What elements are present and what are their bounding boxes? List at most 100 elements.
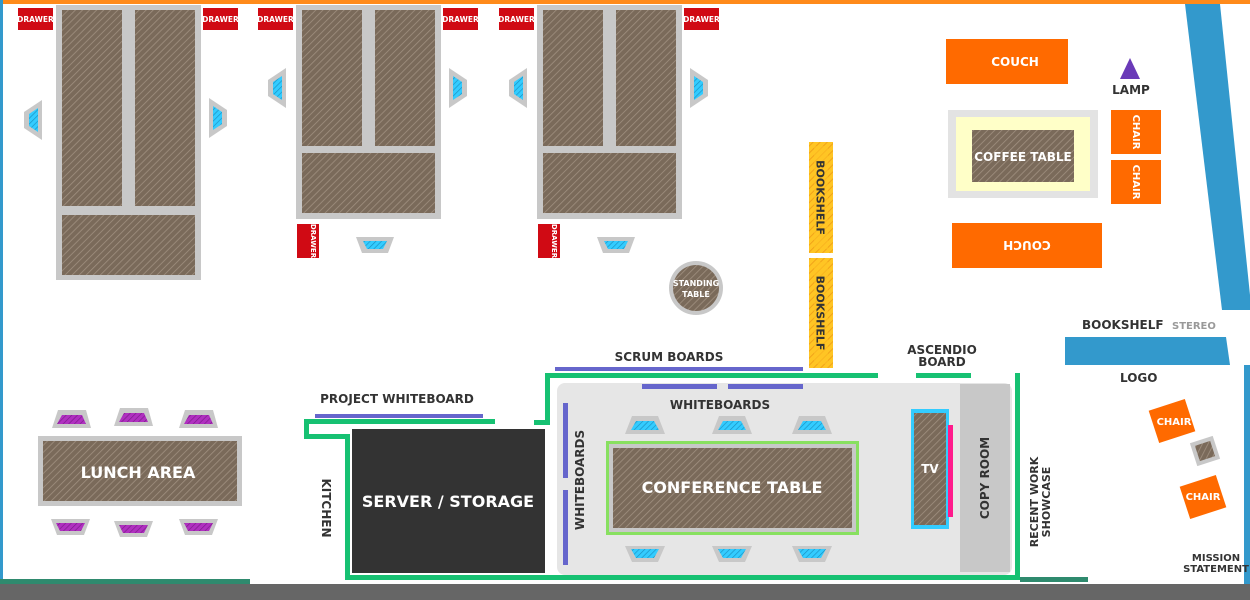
drawer[interactable] (203, 8, 238, 30)
drawer[interactable] (538, 224, 560, 258)
standing-table-label-line2: TABLE (682, 290, 710, 299)
coffee-table[interactable] (972, 130, 1074, 182)
ascendio-board-label-line1: ASCENDIO (907, 343, 977, 357)
recent-work-showcase-line2: SHOWCASE (1040, 467, 1053, 538)
right-lower-wall (1244, 365, 1250, 595)
server-storage-room[interactable] (352, 429, 545, 573)
office-chair-seat (363, 241, 387, 249)
wall-segment (345, 434, 350, 580)
mission-statement-line2: STATEMENT (1183, 564, 1249, 575)
drawer[interactable] (258, 8, 293, 30)
bookshelf-wall-label: BOOKSHELF (1082, 318, 1164, 332)
wall-segment (534, 420, 550, 425)
drawer[interactable] (499, 8, 534, 30)
desk[interactable] (135, 10, 195, 206)
couch-label: COUCH (1003, 238, 1051, 252)
desk[interactable] (375, 10, 435, 146)
copy-room[interactable] (960, 384, 1010, 572)
conference-table[interactable] (613, 448, 852, 528)
bookshelf-label: BOOKSHELF (814, 160, 827, 235)
lunch-area: LUNCH AREA (38, 408, 242, 537)
desk[interactable] (62, 10, 122, 206)
chair-label: CHAIR (1130, 165, 1141, 200)
wall-segment (916, 373, 971, 378)
lamp-icon[interactable] (1120, 58, 1140, 79)
whiteboard[interactable] (642, 384, 717, 389)
office-chair-seat (213, 106, 222, 130)
chair-label: CHAIR (1186, 492, 1221, 503)
office-chair-seat (604, 241, 628, 249)
recent-work-showcase-line1: RECENT WORK (1028, 456, 1041, 547)
desk[interactable] (302, 153, 435, 213)
stereo-label: STEREO (1172, 321, 1216, 332)
lunch-chair-seat (57, 415, 86, 424)
side-table-top (1194, 440, 1216, 462)
lunch-chair-seat (184, 523, 213, 531)
office-chair-seat (694, 76, 703, 100)
drawer[interactable] (684, 8, 719, 30)
drawer[interactable] (443, 8, 478, 30)
chair[interactable] (1111, 160, 1161, 204)
desk[interactable] (62, 215, 195, 275)
conference-chair-seat (718, 549, 746, 558)
drawer[interactable] (297, 224, 319, 258)
green-walls (304, 373, 1020, 580)
whiteboards-vertical-label: WHITEBOARDS (573, 430, 587, 530)
conference-chair-seat (718, 421, 746, 430)
tv[interactable] (914, 413, 946, 525)
desk[interactable] (616, 10, 676, 146)
chair-label: CHAIR (1130, 115, 1141, 150)
lunch-chair-seat (119, 413, 148, 422)
kitchen-label: KITCHEN (319, 478, 333, 537)
drawer[interactable] (18, 8, 53, 30)
lamp-label: LAMP (1112, 83, 1150, 97)
ascendio-board-label-line2: BOARD (918, 355, 966, 369)
drawer-label: DRAWER (442, 15, 479, 24)
standing-table[interactable]: STANDING TABLE (669, 261, 723, 315)
coffee-table-label: COFFEE TABLE (974, 150, 1072, 164)
bookshelf-shelf (814, 146, 828, 249)
lunch-table[interactable] (43, 441, 237, 501)
wall-segment (304, 419, 309, 439)
chair[interactable] (1179, 474, 1227, 520)
mission-statement-line1: MISSION (1192, 553, 1240, 564)
wall-segment (304, 434, 350, 439)
office-chair-seat (273, 76, 282, 100)
standing-table-top (673, 265, 719, 311)
desk-cluster-2 (296, 5, 441, 219)
desk[interactable] (302, 10, 362, 146)
chair[interactable] (1111, 110, 1161, 154)
conference-room: WHITEBOARDS WHITEBOARDS CONFERENCE TABLE… (557, 383, 1012, 575)
copy-room-label: COPY ROOM (978, 437, 992, 519)
drawer-label: DRAWER (257, 15, 294, 24)
left-wall (0, 0, 3, 590)
drawer-label: DRAWER (17, 15, 54, 24)
top-wall (0, 0, 1250, 4)
bottom-floor-strip (0, 584, 1250, 600)
desk[interactable] (543, 10, 603, 146)
scrum-boards[interactable] (555, 367, 803, 371)
lunch-chair-seat (184, 415, 213, 424)
drawer-label: DRAWER (683, 15, 720, 24)
whiteboard[interactable] (563, 403, 568, 478)
project-whiteboard[interactable] (315, 414, 483, 418)
scrum-boards-label: SCRUM BOARDS (615, 350, 724, 364)
conference-chair-seat (631, 421, 659, 430)
conference-table-label: CONFERENCE TABLE (642, 478, 823, 497)
couch[interactable] (946, 39, 1068, 84)
bookshelf-label: BOOKSHELF (814, 276, 827, 351)
desk[interactable] (543, 153, 676, 213)
chair[interactable] (1148, 398, 1196, 444)
drawers: DRAWER DRAWER DRAWER DRAWER DRAWER DRAWE… (17, 8, 720, 259)
drawer-label: DRAWER (498, 15, 535, 24)
whiteboard[interactable] (563, 490, 568, 565)
drawer-label: DRAWER (309, 224, 317, 259)
couch[interactable] (952, 223, 1102, 268)
chair-label: CHAIR (1157, 417, 1192, 428)
standing-table-label-line1: STANDING (673, 279, 719, 288)
whiteboard[interactable] (728, 384, 803, 389)
desk-cluster-1 (56, 5, 201, 280)
wall-segment (1015, 373, 1020, 580)
wall-segment (345, 575, 1020, 580)
